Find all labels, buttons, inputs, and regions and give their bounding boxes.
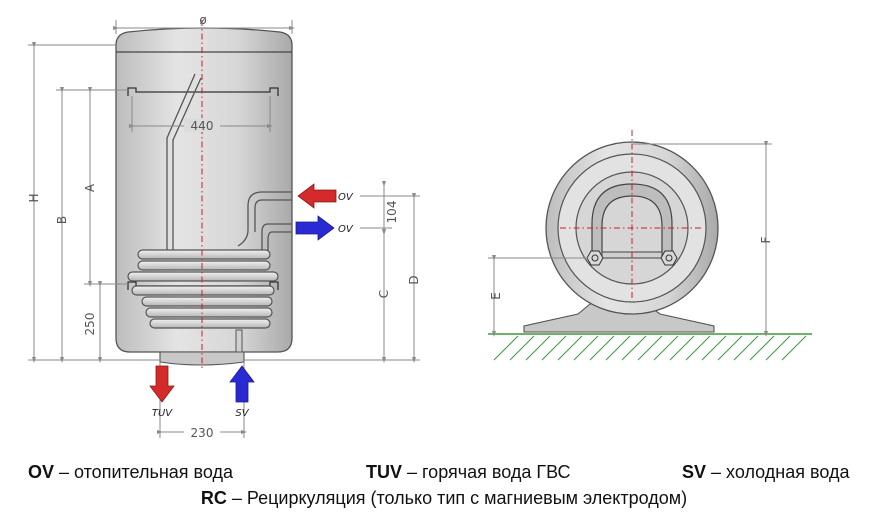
dim-104: 104 (385, 201, 399, 224)
ov-in-arrow-icon (297, 183, 337, 209)
side-dimensions: E F (488, 141, 773, 337)
ov-inlet-pipe (237, 191, 292, 247)
legend-ov-key: OV (28, 462, 55, 482)
dim-diameter: ø (199, 13, 206, 27)
bolt-left-icon (586, 250, 604, 266)
dim-c: C (377, 290, 391, 298)
tank-side-view (488, 130, 812, 361)
legend: OV – отопительная вода TUV – горячая вод… (0, 458, 888, 515)
sv-stub (235, 329, 243, 353)
legend-rc-key: RC (200, 488, 227, 508)
sv-arrow-icon (229, 365, 255, 403)
ov-out-arrow-icon (295, 215, 335, 241)
legend-sv-text: – холодная вода (706, 462, 850, 482)
dim-e: E (489, 292, 503, 300)
heating-coil (127, 249, 279, 329)
dim-230: 230 (191, 426, 214, 440)
dim-a: A (83, 183, 97, 192)
legend-row-2: RC – Рециркуляция (только тип с магниевы… (0, 488, 888, 514)
legend-ov: OV – отопительная вода (28, 462, 233, 483)
label-tuv: TUV (152, 408, 173, 419)
legend-row-1: OV – отопительная вода TUV – горячая вод… (0, 462, 888, 488)
label-sv: SV (235, 408, 249, 419)
tuv-arrow-icon (149, 365, 175, 403)
dim-h: H (27, 193, 41, 202)
label-ov-in: OV (338, 192, 354, 203)
dim-250: 250 (83, 313, 97, 336)
legend-tuv-text: – горячая вода ГВС (402, 462, 571, 482)
tank-shell (115, 27, 293, 353)
legend-tuv-key: TUV (366, 462, 402, 482)
legend-sv: SV – холодная вода (682, 462, 849, 483)
connection-arrows: OV OV TUV SV (149, 183, 354, 419)
legend-ov-text: – отопительная вода (54, 462, 234, 482)
label-ov-out: OV (338, 224, 354, 235)
legend-sv-key: SV (682, 462, 707, 482)
technical-drawing: ø H B A 250 440 104 C D (27, 13, 812, 440)
ov-outlet-pipe (261, 223, 292, 252)
legend-rc: RC – Рециркуляция (только тип с магниевы… (201, 488, 687, 508)
top-bracket (127, 87, 279, 96)
legend-rc-text: – Рециркуляция (только тип с магниевым э… (226, 488, 688, 508)
bolt-right-icon (660, 250, 678, 266)
dim-f: F (759, 236, 773, 243)
dim-b: B (55, 216, 69, 224)
dim-440: 440 (191, 119, 214, 133)
inner-pipe (166, 73, 202, 250)
legend-tuv: TUV – горячая вода ГВС (366, 462, 571, 483)
dim-d: D (407, 275, 421, 284)
ground-hatch (493, 335, 807, 361)
tank-front-view (115, 20, 293, 370)
